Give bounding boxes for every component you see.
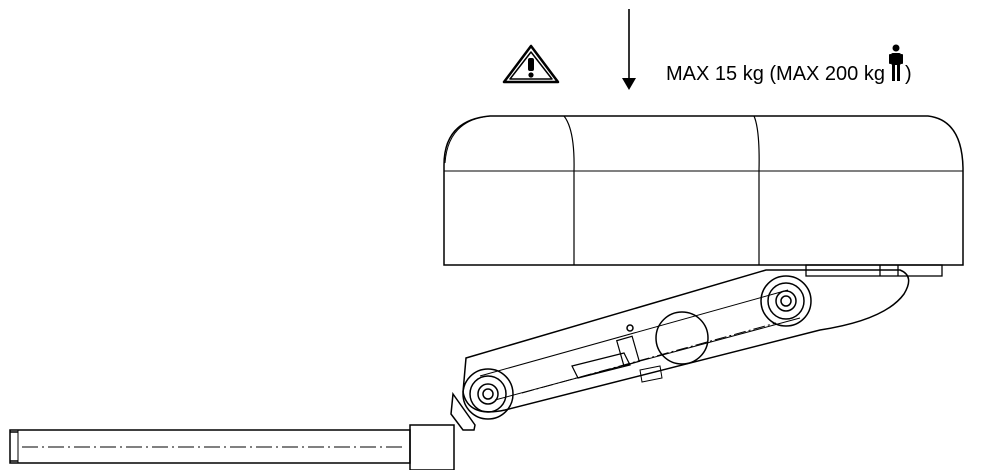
load-limit-close-paren: ) [904,62,912,85]
warning-triangle-icon [502,44,560,84]
down-arrow-icon [622,9,636,90]
tilt-mechanism [450,269,910,431]
load-limit-label: MAX 15 kg (MAX 200 kg ) [666,44,912,94]
person-icon [888,44,903,84]
load-limit-text: MAX 15 kg (MAX 200 kg [666,62,885,85]
slide-rail [9,424,455,470]
seat-cushion [443,115,964,266]
